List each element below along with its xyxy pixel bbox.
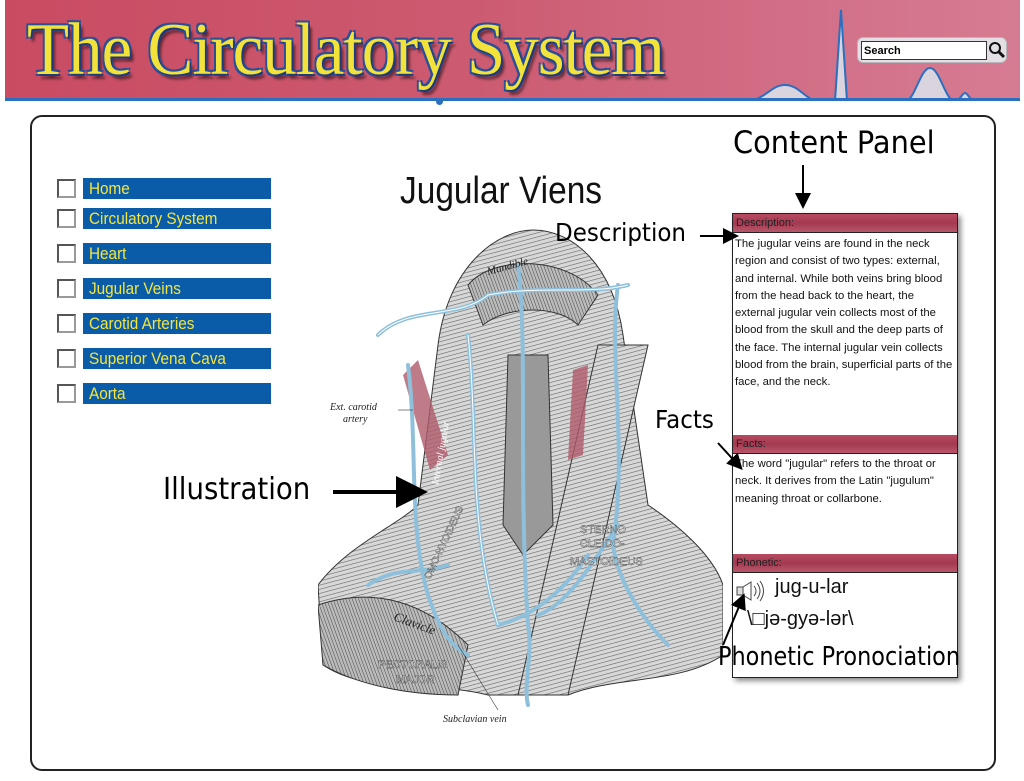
search-button[interactable]: [988, 40, 1006, 60]
label-cleido: CLEIDO-: [580, 538, 625, 550]
annotation-facts: Facts: [655, 405, 714, 434]
content-panel: Description: The jugular veins are found…: [732, 213, 958, 678]
header-marker-dot: [436, 98, 443, 105]
nav-link-circulatory-system[interactable]: Circulatory System: [83, 208, 271, 229]
nav-label: Carotid Arteries: [89, 314, 195, 333]
annotation-phonetic: Phonetic Pronociation: [718, 642, 961, 672]
main-panel: [30, 115, 996, 771]
label-mastoideus: MASTOIDEUS: [570, 556, 643, 568]
speaker-icon: [736, 580, 764, 602]
label-pectoralis: PECTORALIS: [378, 659, 448, 671]
nav-label: Aorta: [89, 384, 126, 403]
annotation-content-panel: Content Panel: [733, 125, 935, 161]
nav-checkbox[interactable]: [57, 314, 76, 333]
label-ext-carotid: Ext. carotid: [329, 402, 378, 413]
label-subclavian: Subclavian vein: [443, 714, 507, 725]
nav-label: Jugular Veins: [89, 279, 181, 298]
label-sterno: STERNO: [580, 524, 626, 536]
nav-item-heart: Heart: [57, 243, 271, 264]
annotation-description: Description: [555, 218, 686, 247]
nav-checkbox[interactable]: [57, 179, 76, 198]
site-header: The Circulatory System: [5, 0, 1020, 101]
nav-label: Circulatory System: [89, 209, 218, 228]
nav-link-superior-vena-cava[interactable]: Superior Vena Cava: [83, 348, 271, 369]
facts-header: Facts:: [733, 435, 957, 454]
nav-item-circulatory-system: Circulatory System: [57, 208, 271, 229]
nav-label: Heart: [89, 244, 127, 263]
speaker-button[interactable]: [736, 580, 768, 607]
phonetic-header: Phonetic:: [733, 554, 957, 573]
magnifier-icon: [989, 42, 1006, 59]
nav-item-carotid-arteries: Carotid Arteries: [57, 313, 271, 334]
phonetic-word: jug-u-lar: [775, 576, 849, 598]
nav-checkbox[interactable]: [57, 209, 76, 228]
phonetic-ipa: \□jə-gyə-lər\: [747, 608, 854, 630]
nav-item-aorta: Aorta: [57, 383, 271, 404]
nav-item-superior-vena-cava: Superior Vena Cava: [57, 348, 271, 369]
nav-item-jugular-veins: Jugular Veins: [57, 278, 271, 299]
nav-item-home: Home: [57, 178, 271, 199]
nav-checkbox[interactable]: [57, 244, 76, 263]
nav-checkbox[interactable]: [57, 384, 76, 403]
search-box: [857, 37, 1007, 63]
search-input[interactable]: [861, 41, 987, 60]
facts-text: The word "jugular" refers to the throat …: [735, 458, 936, 505]
nav-label: Superior Vena Cava: [89, 349, 226, 368]
site-title: The Circulatory System: [27, 9, 665, 91]
neck-anatomy-illustration: Ext. carotid artery Subclavian vein Clav…: [318, 229, 723, 725]
label-artery: artery: [343, 414, 368, 425]
nav-link-aorta[interactable]: Aorta: [83, 383, 271, 404]
nav-link-heart[interactable]: Heart: [83, 243, 271, 264]
nav-link-home[interactable]: Home: [83, 178, 271, 199]
nav-checkbox[interactable]: [57, 279, 76, 298]
annotation-illustration: Illustration: [163, 472, 311, 507]
ecg-wave-decoration: [755, 9, 972, 98]
description-header: Description:: [733, 214, 957, 233]
nav-link-jugular-veins[interactable]: Jugular Veins: [83, 278, 271, 299]
page-title: Jugular Viens: [400, 170, 603, 212]
nav-checkbox[interactable]: [57, 349, 76, 368]
description-text: The jugular veins are found in the neck …: [735, 238, 953, 389]
label-major: MAJOR: [396, 674, 435, 686]
nav-label: Home: [89, 179, 130, 198]
nav-link-carotid-arteries[interactable]: Carotid Arteries: [83, 313, 271, 334]
